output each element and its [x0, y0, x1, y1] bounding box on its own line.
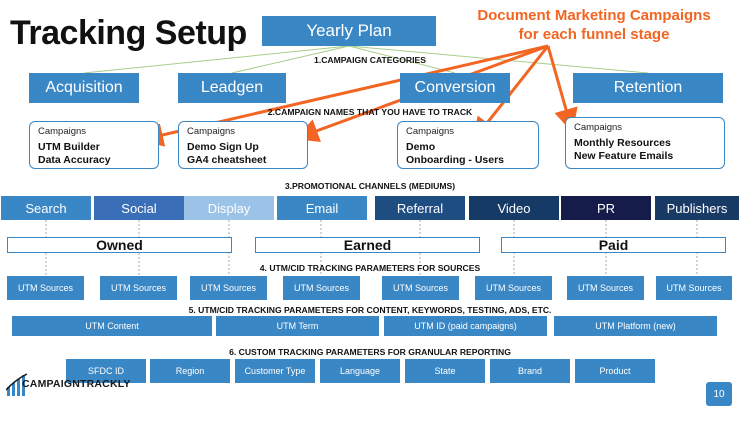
section-heading-1: 1.CAMPAIGN CATEGORIES [314, 55, 426, 65]
param-utm-content: UTM Content [12, 316, 212, 336]
campaign-box-leadgen: Campaigns Demo Sign Up GA4 cheatsheet [178, 121, 308, 169]
param-utm-id: UTM ID (paid campaigns) [384, 316, 547, 336]
custom-brand: Brand [490, 359, 570, 383]
channel-pr: PR [561, 196, 651, 220]
category-acquisition: Acquisition [29, 73, 139, 103]
yearly-plan-box: Yearly Plan [262, 16, 436, 46]
campaign-box-conversion: Campaigns Demo Onboarding - Users [397, 121, 539, 169]
campaign-label: Campaigns [38, 126, 87, 137]
utm-source-box: UTM Sources [7, 276, 84, 300]
campaign-box-acquisition: Campaigns UTM Builder Data Accuracy [29, 121, 159, 169]
campaigntrackly-logo-icon [6, 373, 28, 396]
channel-publishers: Publishers [655, 196, 739, 220]
category-connectors [83, 45, 649, 74]
custom-language: Language [320, 359, 400, 383]
campaign-label: Campaigns [187, 126, 236, 137]
custom-product: Product [575, 359, 655, 383]
campaign-item: Onboarding - Users [406, 154, 505, 166]
channel-referral: Referral [375, 196, 465, 220]
page-number: 10 [706, 382, 732, 406]
custom-region: Region [150, 359, 230, 383]
group-paid: Paid [501, 237, 726, 253]
custom-sfdc-id: SFDC ID [66, 359, 146, 383]
campaign-box-retention: Campaigns Monthly Resources New Feature … [565, 117, 725, 169]
campaign-item: GA4 cheatsheet [187, 154, 267, 166]
logo-wordmark: CAMPAIGNTRACKLY [22, 378, 131, 390]
channel-display: Display [184, 196, 274, 220]
group-owned: Owned [7, 237, 232, 253]
campaign-item: Data Accuracy [38, 154, 111, 166]
custom-state: State [405, 359, 485, 383]
param-utm-platform: UTM Platform (new) [554, 316, 717, 336]
section-heading-4: 4. UTM/CID TRACKING PARAMETERS FOR SOURC… [259, 263, 481, 273]
callout-line-1: Document Marketing Campaigns [477, 7, 711, 24]
section-heading-3: 3.PROMOTIONAL CHANNELS (MEDIUMS) [284, 181, 456, 191]
campaign-item: Demo Sign Up [187, 141, 259, 153]
utm-source-box: UTM Sources [567, 276, 644, 300]
category-retention: Retention [573, 73, 723, 103]
section-heading-5: 5. UTM/CID TRACKING PARAMETERS FOR CONTE… [188, 305, 552, 315]
utm-source-box: UTM Sources [475, 276, 552, 300]
utm-source-box: UTM Sources [190, 276, 267, 300]
section-heading-6: 6. CUSTOM TRACKING PARAMETERS FOR GRANUL… [229, 347, 511, 357]
channel-video: Video [469, 196, 559, 220]
campaign-item: Monthly Resources [574, 137, 671, 149]
campaign-item: Demo [406, 141, 436, 153]
utm-source-box: UTM Sources [382, 276, 459, 300]
custom-customer-type: Customer Type [235, 359, 315, 383]
category-conversion: Conversion [400, 73, 510, 103]
group-earned: Earned [255, 237, 480, 253]
campaign-item: UTM Builder [38, 141, 100, 153]
channel-email: Email [277, 196, 367, 220]
section-heading-2: 2.CAMPAIGN NAMES THAT YOU HAVE TO TRACK [267, 107, 473, 117]
utm-source-box: UTM Sources [100, 276, 177, 300]
channel-search: Search [1, 196, 91, 220]
param-utm-term: UTM Term [216, 316, 379, 336]
page-title: Tracking Setup [10, 14, 247, 52]
campaign-label: Campaigns [574, 122, 623, 133]
callout-text: Document Marketing Campaigns for each fu… [450, 6, 738, 44]
campaign-label: Campaigns [406, 126, 455, 137]
callout-line-2: for each funnel stage [518, 26, 670, 43]
channel-social: Social [94, 196, 184, 220]
utm-source-box: UTM Sources [283, 276, 360, 300]
category-leadgen: Leadgen [178, 73, 286, 103]
utm-source-box: UTM Sources [656, 276, 732, 300]
campaign-item: New Feature Emails [574, 150, 674, 162]
